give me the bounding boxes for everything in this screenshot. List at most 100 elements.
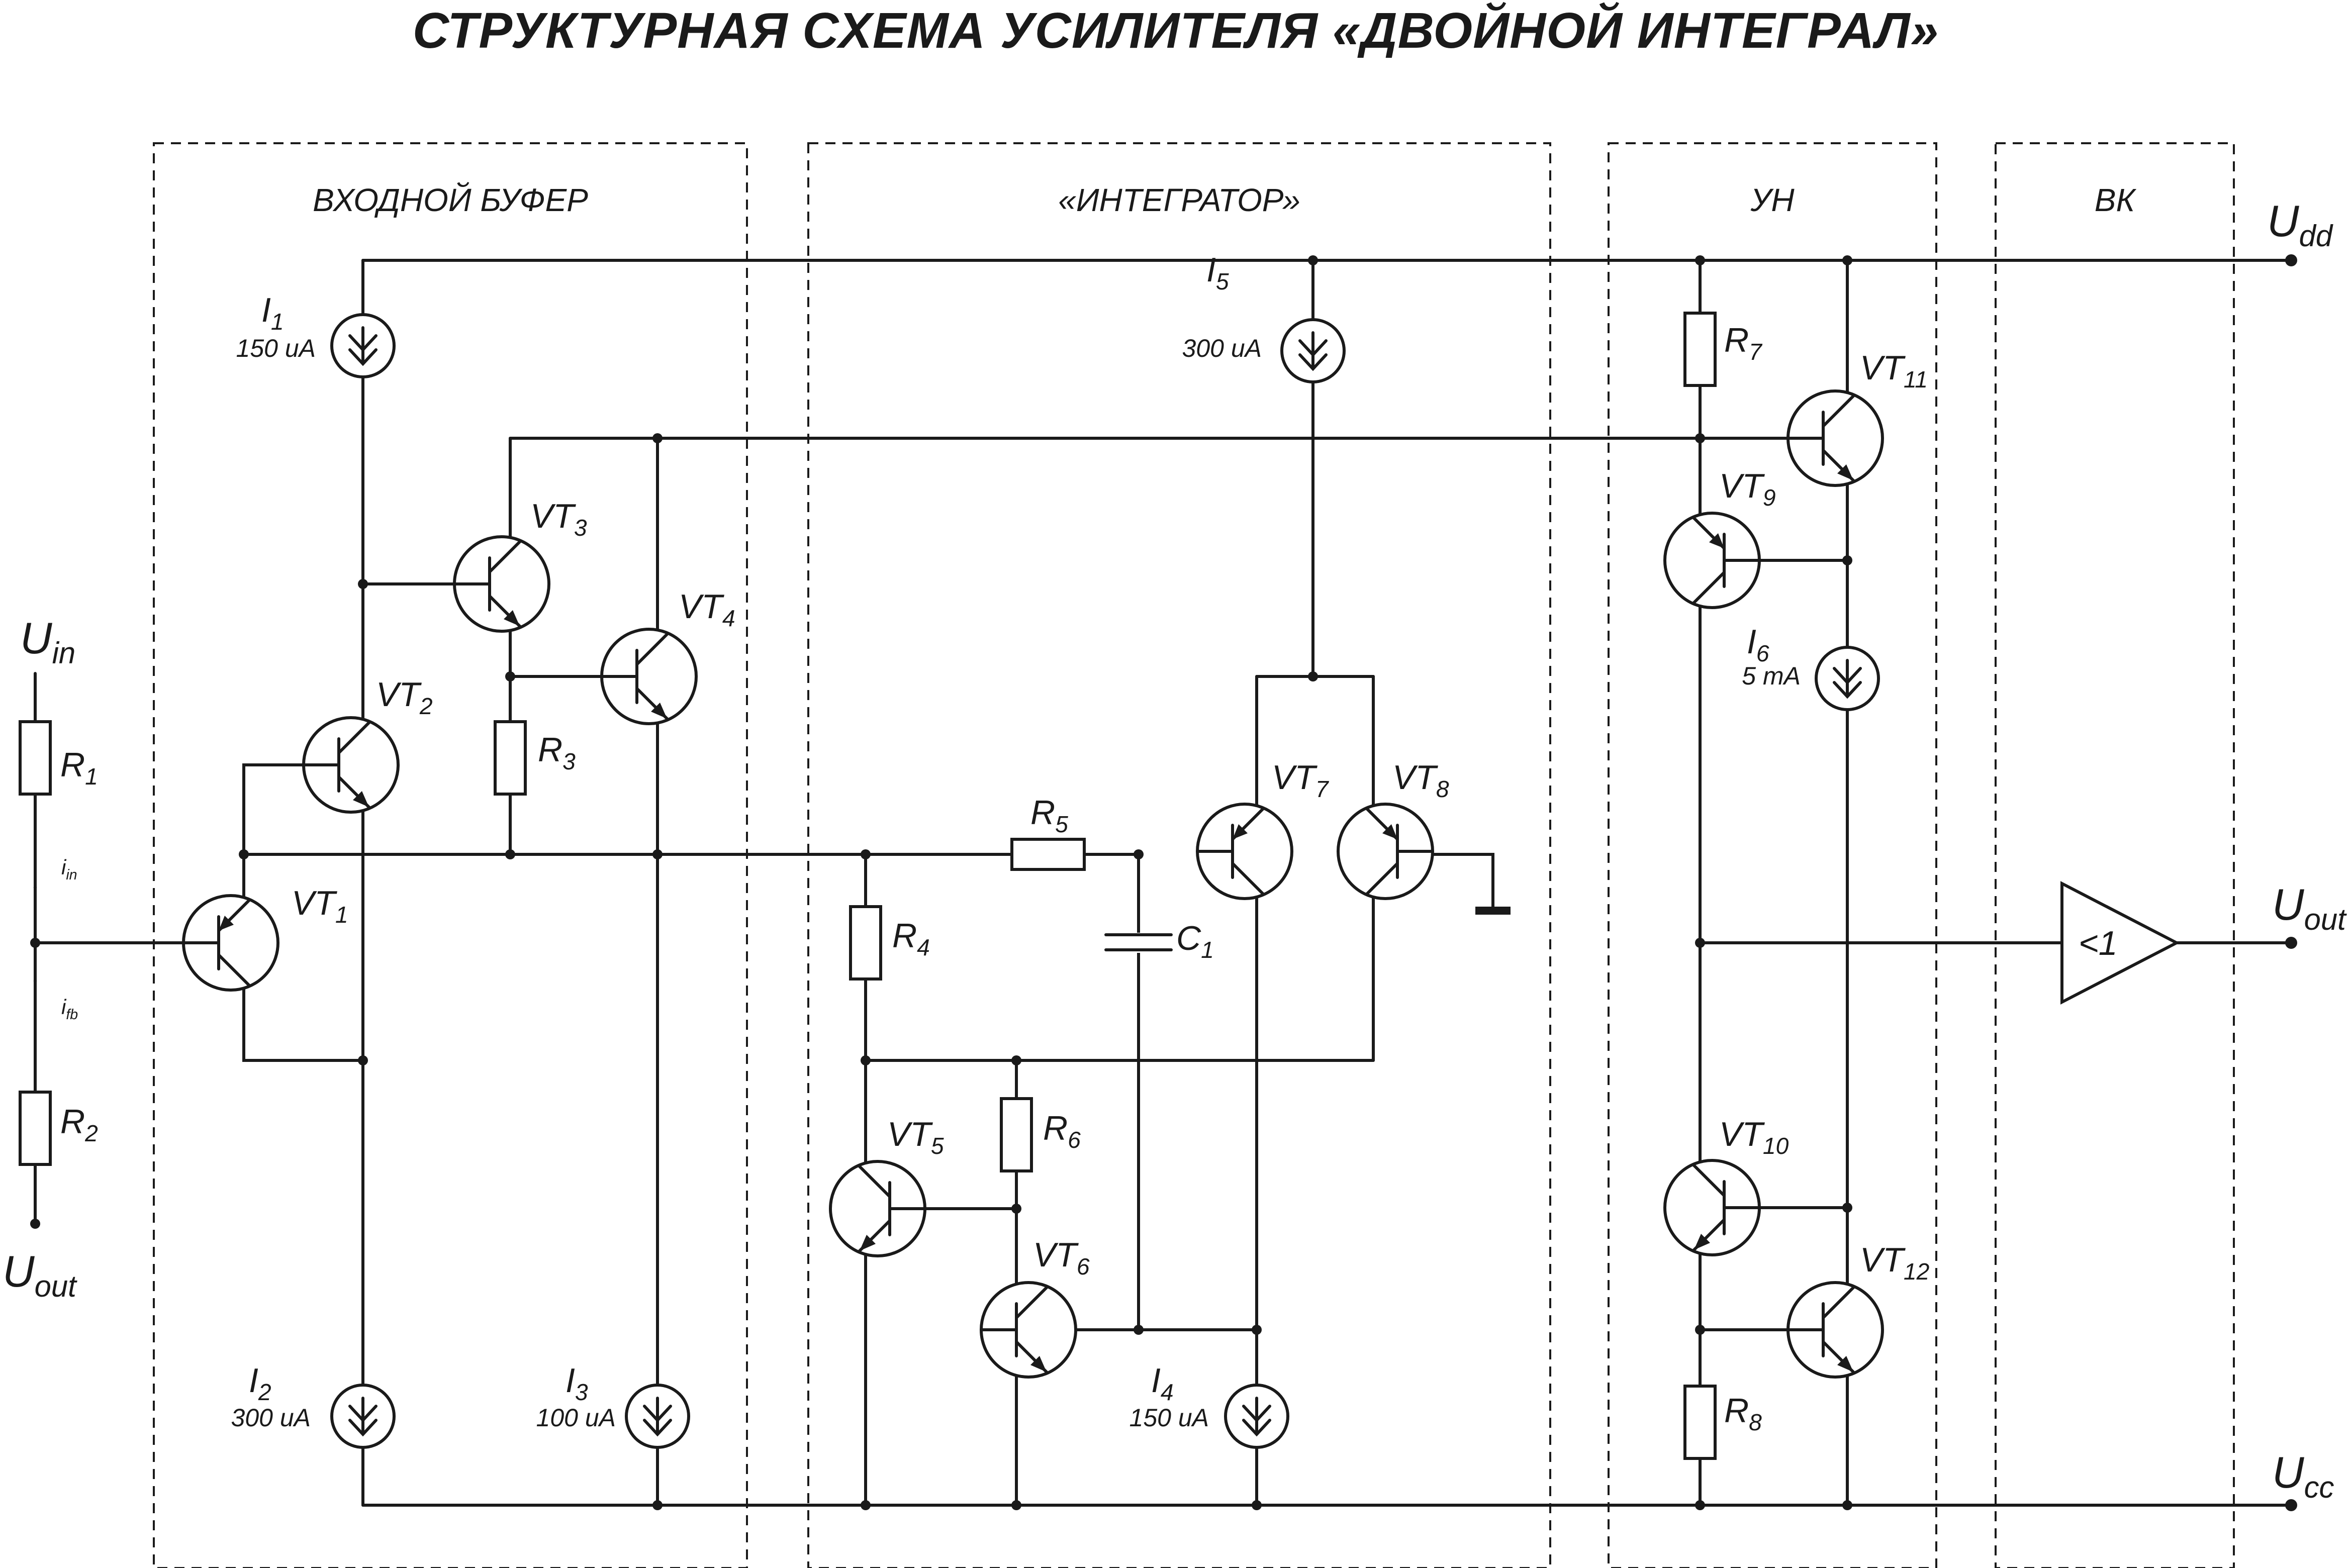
label-vt3: VT3 (530, 497, 587, 541)
current-label-iin: iin (61, 855, 77, 883)
junction (861, 849, 871, 859)
label-vt8: VT8 (1392, 758, 1449, 802)
label-i2: I2 (249, 1361, 271, 1405)
transistor-vt9 (1665, 513, 1759, 608)
frame-integrator (807, 142, 1551, 1568)
current-source-i2 (332, 1385, 394, 1447)
transistor-vt1 (183, 896, 278, 990)
label-r5: R5 (1030, 794, 1068, 837)
junction (1695, 255, 1705, 265)
transistor-vt10 (1665, 1160, 1759, 1255)
current-source-i3 (626, 1385, 689, 1447)
junction (652, 1500, 663, 1510)
label-r8: R8 (1724, 1392, 1762, 1435)
junction (652, 433, 663, 443)
label-i4: I4 (1151, 1361, 1174, 1405)
transistor-vt8 (1338, 804, 1433, 899)
wire-vt8-base-ground (1431, 853, 1494, 910)
label-vt4: VT4 (679, 587, 735, 631)
terminal-ucc (2285, 1499, 2297, 1511)
label-vt7: VT7 (1272, 758, 1330, 802)
current-label-ifb: ifb (61, 995, 78, 1023)
block-label-input-buffer: ВХОДНОЙ БУФЕР (313, 181, 588, 218)
port-label-udd: Udd (2267, 196, 2333, 253)
transistor-vt7 (1197, 804, 1292, 899)
block-label-voltage-amp: УН (1750, 182, 1795, 218)
junction (652, 849, 663, 859)
current-source-i1 (332, 315, 394, 377)
value-i1: 150 uA (236, 334, 316, 362)
junction (30, 938, 40, 948)
resistor-r5 (1012, 839, 1084, 869)
transistor-vt6 (981, 1283, 1076, 1377)
output-buffer-label: <1 (2079, 924, 2118, 962)
value-i4: 150 uA (1130, 1404, 1209, 1432)
port-label-uin: Uin (20, 613, 75, 670)
value-i5: 300 uA (1182, 334, 1262, 362)
junction (1134, 1325, 1144, 1335)
capacitor-c1 (1104, 933, 1173, 953)
block-label-output-stage: ВК (2095, 182, 2137, 218)
value-i6: 5 mA (1742, 662, 1801, 690)
components (20, 313, 2180, 1458)
port-label-ucc: Ucc (2272, 1447, 2334, 1504)
junction (1695, 433, 1705, 443)
label-vt2: VT2 (376, 675, 433, 719)
transistor-vt5 (830, 1161, 925, 1256)
terminal-udd (2285, 254, 2297, 266)
label-vt1: VT1 (292, 884, 348, 928)
value-i3: 100 uA (536, 1404, 616, 1432)
junction (239, 849, 249, 859)
resistor-r6 (1001, 1099, 1031, 1171)
label-i1: I1 (261, 291, 284, 335)
junction (1252, 1500, 1262, 1510)
label-vt5: VT5 (887, 1115, 944, 1159)
frame-voltage-amp (1608, 142, 1937, 1568)
label-vt10: VT10 (1719, 1115, 1789, 1159)
junction (30, 1219, 40, 1229)
current-source-i6 (1816, 647, 1878, 710)
label-r6: R6 (1043, 1109, 1081, 1153)
label-i5: I5 (1206, 251, 1229, 295)
frame-output-stage (1995, 142, 2235, 1568)
transistor-vt12 (1788, 1283, 1883, 1377)
value-i2: 300 uA (231, 1404, 311, 1432)
junction (1842, 1500, 1852, 1510)
wire-vt1-collector (242, 984, 364, 1062)
port-label-uout-feedback: Uout (3, 1246, 77, 1303)
label-r2: R2 (60, 1103, 98, 1146)
resistor-r4 (851, 907, 881, 979)
label-vt11: VT11 (1860, 349, 1928, 393)
wires (33, 259, 2293, 1507)
junctions (30, 254, 2297, 1511)
junction (1011, 1055, 1021, 1065)
block-label-integrator: «ИНТЕГРАТОР» (1058, 182, 1300, 218)
resistor-r2 (20, 1092, 50, 1164)
output-buffer (2060, 881, 2180, 1005)
junction (358, 579, 368, 589)
junction (505, 671, 515, 681)
junction (861, 1055, 871, 1065)
label-i6: I6 (1747, 623, 1769, 666)
resistor-r3 (495, 722, 525, 794)
junction (861, 1500, 871, 1510)
junction (1842, 255, 1852, 265)
junction (1842, 555, 1852, 565)
junction (1252, 1325, 1262, 1335)
label-c1: C1 (1176, 919, 1214, 963)
port-label-uout: Uout (2272, 879, 2347, 936)
label-r4: R4 (892, 917, 930, 960)
transistor-vt3 (454, 537, 549, 631)
resistor-r1 (20, 722, 50, 794)
diagram-title: СТРУКТУРНАЯ СХЕМА УСИЛИТЕЛЯ «ДВОЙНОЙ ИНТ… (413, 2, 1939, 59)
wire-vt1-to-vt2-base (242, 763, 305, 902)
junction (1308, 671, 1318, 681)
junction (1308, 255, 1318, 265)
current-source-i4 (1226, 1385, 1288, 1447)
label-r7: R7 (1724, 321, 1763, 365)
junction (1695, 1500, 1705, 1510)
junction (358, 1055, 368, 1065)
resistor-r7 (1685, 313, 1715, 385)
junction (1011, 1204, 1021, 1214)
current-source-i5 (1282, 320, 1344, 382)
